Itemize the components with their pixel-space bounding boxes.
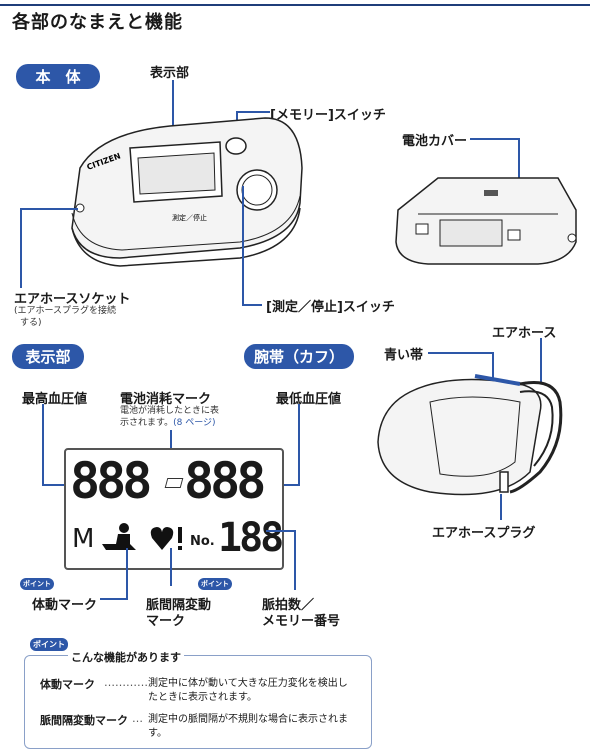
air-socket-label: エアホースソケット <box>14 292 131 307</box>
air-plug-leader <box>500 494 502 520</box>
point-badge-1: ポイント <box>20 578 54 590</box>
memory-leader-h <box>236 111 270 113</box>
lcd-systolic: 888 <box>70 452 152 510</box>
device-button-text: 測定／停止 <box>172 213 207 222</box>
measure-switch-label: [測定／停止]スイッチ <box>266 300 395 315</box>
pulse-label-1: 脈拍数／ <box>262 598 315 613</box>
battery-cover-label: 電池カバー <box>402 134 468 149</box>
air-socket-note-1: (エアホースプラグを接続 <box>14 306 117 316</box>
systolic-leader-v <box>42 404 44 486</box>
info-desc-2a: 測定中の脈間隔が不規則な場合に表示されま <box>148 714 348 725</box>
info-dots-2: … <box>132 712 143 725</box>
section-label-cuff: 腕帯（カフ） <box>244 344 354 369</box>
battery-note-link[interactable]: (8 ページ) <box>173 418 216 428</box>
battery-leader-h <box>470 138 520 140</box>
air-plug-label: エアホースプラグ <box>432 526 536 541</box>
lcd-panel: 888 888 M No. 188 <box>64 448 284 570</box>
memory-switch-label: [メモリー]スイッチ <box>270 108 386 123</box>
info-badge: ポイント <box>30 638 68 651</box>
cuff-illustration <box>377 374 563 496</box>
battery-cover-illustration <box>395 177 577 265</box>
irregular-label-1: 脈間隔変動 <box>146 598 212 613</box>
systolic-leader-h <box>42 484 70 486</box>
socket-leader-v <box>20 208 22 288</box>
pulse-leader-h <box>266 530 296 532</box>
air-hose-label: エアホース <box>492 326 557 341</box>
body-motion-icon <box>102 523 136 550</box>
display-leader-line <box>172 80 174 150</box>
lcd-diastolic: 888 <box>184 452 266 510</box>
diastolic-leader-h <box>268 484 300 486</box>
pulse-label-2: メモリー番号 <box>262 614 341 629</box>
info-box <box>24 655 372 749</box>
battery-icon <box>164 478 184 488</box>
blue-band-leader-h <box>428 352 494 354</box>
air-hose-leader <box>540 338 542 384</box>
irregular-heartbeat-icon <box>150 527 182 550</box>
irregular-leader <box>170 548 172 586</box>
body-motion-label: 体動マーク <box>32 598 98 613</box>
blue-band-label: 青い帯 <box>384 348 424 363</box>
body-motion-leader-h <box>100 598 128 600</box>
section-label-display: 表示部 <box>12 344 84 369</box>
body-motion-leader-v <box>126 548 128 600</box>
irregular-label-2: マーク <box>146 614 186 629</box>
info-desc-2b: す。 <box>148 728 167 739</box>
blue-band-leader-v <box>492 352 494 388</box>
info-term-1: 体動マーク <box>40 678 95 691</box>
main-unit-illustration: CITIZEN 測定／停止 <box>71 117 303 267</box>
lcd-memory-m: M <box>72 524 95 554</box>
battery-mark-label: 電池消耗マーク <box>120 392 212 407</box>
diastolic-leader-v <box>298 404 300 486</box>
pulse-leader-v <box>294 530 296 590</box>
lcd-no-label: No. <box>190 534 215 549</box>
systolic-label: 最高血圧値 <box>22 392 88 407</box>
battery-note-1: 電池が消耗したときに表 <box>120 406 220 416</box>
socket-leader-h <box>20 208 78 210</box>
section-label-main-unit: 本 体 <box>16 64 100 89</box>
lcd-pulse: 188 <box>218 515 284 561</box>
info-term-2: 脈間隔変動マーク <box>40 714 128 727</box>
info-desc-1a: 測定中に体が動いて大きな圧力変化を検出し <box>148 678 348 689</box>
point-badge-2: ポイント <box>198 578 232 590</box>
air-socket-note-2: する) <box>20 318 42 328</box>
top-rule <box>0 4 590 6</box>
diastolic-label: 最低血圧値 <box>276 392 342 407</box>
info-title: こんな機能があります <box>68 649 184 665</box>
display-label: 表示部 <box>150 66 190 81</box>
info-dots-1: ………… <box>104 676 148 689</box>
measure-leader-v <box>242 186 244 306</box>
info-desc-1b: たときに表示されます。 <box>148 692 257 703</box>
measure-leader-h <box>242 304 262 306</box>
battery-note-2: 示されます。 <box>120 418 174 428</box>
battery-leader-v <box>518 138 520 210</box>
page-title: 各部のなまえと機能 <box>12 12 183 33</box>
